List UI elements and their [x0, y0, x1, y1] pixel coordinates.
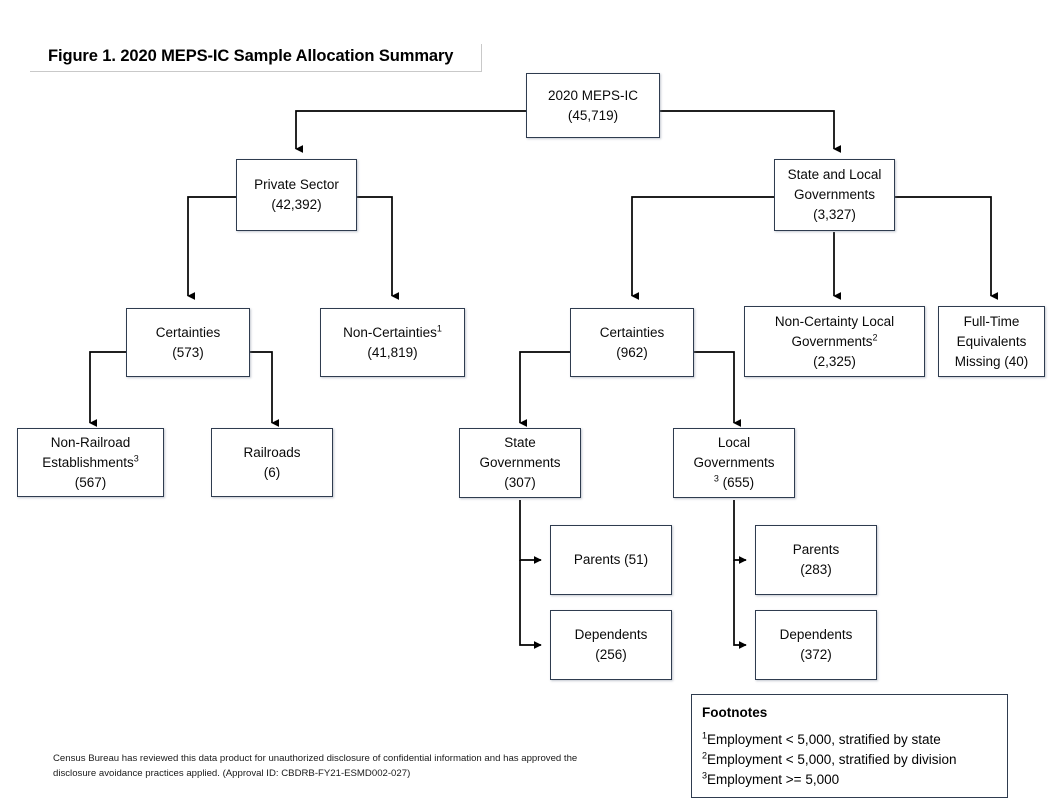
node-local-parents-line1: Parents — [792, 542, 840, 557]
node-non-railroad-establishments-line2: Establishments — [42, 454, 134, 470]
node-private-sector-line1: Private Sector — [254, 177, 339, 192]
node-local-governments-line2: Governments — [693, 455, 775, 470]
footnote-text-3: Employment >= 5,000 — [707, 772, 840, 787]
node-railroads: Railroads (6) — [211, 428, 333, 497]
node-railroads-line1: Railroads — [243, 444, 301, 460]
node-private-non-certainties-line1: Non-Certainties — [343, 324, 437, 340]
node-local-dependents-line2: (372) — [800, 647, 832, 662]
node-private-non-certainties: Non-Certainties1 (41,819) — [320, 308, 465, 377]
node-state-local-governments: State and Local Governments (3,327) — [774, 159, 895, 231]
node-state-local-governments-line3: (3,327) — [813, 207, 856, 222]
node-full-time-equivalents-missing-line1: Full-Time — [963, 313, 1020, 329]
node-private-non-certainties-line2: (41,819) — [367, 344, 418, 360]
node-private-certainties-line2: (573) — [172, 344, 204, 360]
node-state-local-governments-line1: State and Local — [787, 167, 882, 182]
node-local-parents-line2: (283) — [800, 562, 832, 577]
footnote-item-3: 3Employment >= 5,000 — [702, 770, 997, 790]
node-state-parents: Parents (51) — [550, 525, 672, 595]
node-private-sector: Private Sector (42,392) — [236, 159, 357, 231]
node-local-governments: Local Governments 3 (655) — [673, 428, 795, 498]
node-non-railroad-establishments-footnote-marker: 3 — [133, 453, 139, 463]
node-root-line1: 2020 MEPS-IC — [547, 87, 639, 103]
node-gov-certainties-line2: (962) — [616, 344, 648, 360]
node-non-certainty-local-governments-line2: Governments — [791, 333, 873, 349]
footnote-marker-1: 1 — [702, 730, 708, 741]
footnote-item-2: 2Employment < 5,000, stratified by divis… — [702, 750, 997, 770]
node-state-governments-line3: (307) — [504, 475, 536, 490]
node-gov-certainties-line1: Certainties — [599, 324, 665, 340]
node-full-time-equivalents-missing: Full-Time Equivalents Missing (40) — [938, 306, 1045, 377]
footnote-item-1: 1Employment < 5,000, stratified by state — [702, 730, 997, 750]
disclaimer-text: Census Bureau has reviewed this data pro… — [53, 753, 578, 779]
node-private-certainties: Certainties (573) — [126, 308, 250, 377]
node-local-parents: Parents (283) — [755, 525, 877, 595]
node-local-governments-line3: (655) — [722, 475, 755, 490]
footnote-marker-3: 3 — [702, 770, 708, 781]
node-local-governments-line1: Local — [717, 435, 751, 450]
node-root-line2: (45,719) — [567, 107, 619, 123]
node-private-sector-line2: (42,392) — [271, 197, 322, 212]
node-non-certainty-local-governments-line3: (2,325) — [813, 353, 856, 369]
node-state-dependents-line1: Dependents — [574, 627, 648, 642]
node-full-time-equivalents-missing-line3: Missing (40) — [954, 353, 1029, 369]
node-local-dependents-line1: Dependents — [779, 627, 853, 642]
footnotes-box: Footnotes 1Employment < 5,000, stratifie… — [691, 694, 1008, 798]
node-gov-certainties: Certainties (962) — [570, 308, 694, 377]
page-title: Figure 1. 2020 MEPS-IC Sample Allocation… — [48, 47, 454, 65]
node-non-certainty-local-governments-footnote-marker: 2 — [872, 332, 878, 342]
footnotes-title: Footnotes — [702, 705, 768, 720]
node-state-local-governments-line2: Governments — [793, 187, 876, 202]
node-local-governments-footnote-marker: 3 — [713, 473, 719, 484]
node-local-dependents: Dependents (372) — [755, 610, 877, 680]
footnote-text-2: Employment < 5,000, stratified by divisi… — [707, 752, 957, 767]
node-state-parents-line1: Parents (51) — [573, 552, 649, 567]
node-state-governments-line2: Governments — [479, 455, 561, 470]
node-non-certainty-local-governments-line1: Non-Certainty Local — [774, 313, 895, 329]
footnote-text-1: Employment < 5,000, stratified by state — [707, 732, 941, 747]
node-root: 2020 MEPS-IC (45,719) — [526, 73, 660, 138]
node-railroads-line2: (6) — [263, 464, 281, 480]
node-non-certainty-local-governments: Non-Certainty Local Governments2 (2,325) — [744, 306, 925, 377]
node-full-time-equivalents-missing-line2: Equivalents — [956, 333, 1027, 349]
node-state-governments-line1: State — [504, 435, 536, 450]
footnote-marker-2: 2 — [702, 750, 708, 761]
node-non-railroad-establishments-line1: Non-Railroad — [50, 434, 131, 450]
figure-title-box: Figure 1. 2020 MEPS-IC Sample Allocation… — [30, 44, 482, 72]
node-state-governments: State Governments (307) — [459, 428, 581, 498]
node-private-non-certainties-footnote-marker: 1 — [436, 323, 442, 333]
node-non-railroad-establishments-line3: (567) — [74, 474, 107, 490]
node-state-dependents-line2: (256) — [595, 647, 627, 662]
node-state-dependents: Dependents (256) — [550, 610, 672, 680]
node-non-railroad-establishments: Non-Railroad Establishments3 (567) — [17, 428, 164, 497]
node-private-certainties-line1: Certainties — [155, 324, 221, 340]
